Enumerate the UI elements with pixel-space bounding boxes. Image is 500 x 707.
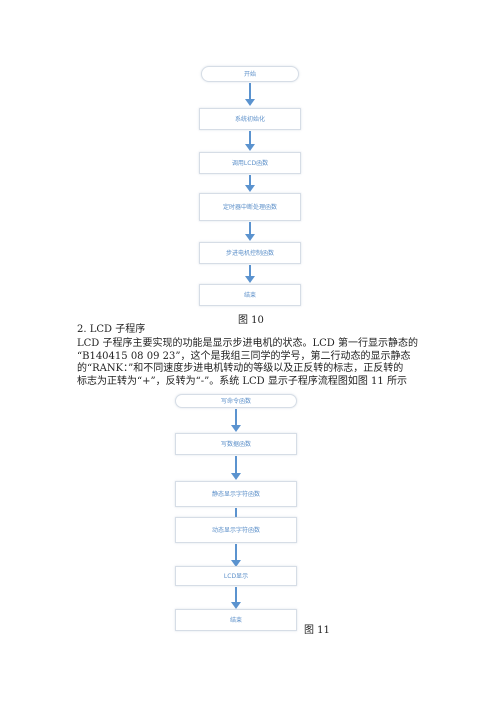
flow-step-timer-interrupt: 定时器中断处理函数 (199, 193, 301, 221)
flow-step-motor-control: 步进电机控制函数 (199, 242, 301, 264)
flow-end: 结束 (199, 284, 301, 306)
flow-arrow (245, 222, 255, 241)
flow-arrow (231, 456, 241, 480)
section-paragraph: LCD 子程序主要实现的功能是显示步进电机的状态。LCD 第一行显示静态的 “B… (77, 338, 422, 388)
flow-step-lcd-display: LCD显示 (175, 566, 297, 586)
flow-step-call-lcd: 调用LCD函数 (199, 152, 301, 174)
flow-arrow (231, 544, 241, 567)
flow-step-static-display: 静态显示字符函数 (175, 481, 297, 507)
figure-10-caption: 图 10 (238, 315, 264, 326)
flow-arrow (245, 265, 255, 283)
flow-step-write-data: 写数据函数 (175, 433, 297, 455)
paragraph-line: 的“RANK：”和不同速度步进电机转动的等级以及正反转的标志，正反转的 (77, 363, 404, 374)
flow-end-11: 结束 (175, 609, 297, 631)
flow-arrow (245, 83, 255, 106)
flow-arrow (245, 175, 255, 192)
flow-step-init: 系统初始化 (199, 108, 301, 130)
section-heading: 2. LCD 子程序 (77, 324, 146, 335)
flow-arrow (245, 131, 255, 151)
paragraph-line: “B140415 08 09 23”，这个是我组三同学的学号，第二行动态的显示静… (77, 350, 411, 362)
flow-start: 开始 (201, 66, 299, 82)
paragraph-line: 标志为正转为“+”，反转为“-”。系统 LCD 显示子程序流程图如图 11 所示 (77, 375, 407, 387)
flow-step-dynamic-display: 动态显示字符函数 (175, 517, 297, 543)
flow-arrow (231, 409, 241, 432)
figure-11-caption: 图 11 (304, 625, 330, 636)
flow-step-write-command: 写命令函数 (175, 394, 297, 408)
flow-arrow (231, 587, 241, 609)
paragraph-line: LCD 子程序主要实现的功能是显示步进电机的状态。LCD 第一行显示静态的 (77, 338, 418, 349)
